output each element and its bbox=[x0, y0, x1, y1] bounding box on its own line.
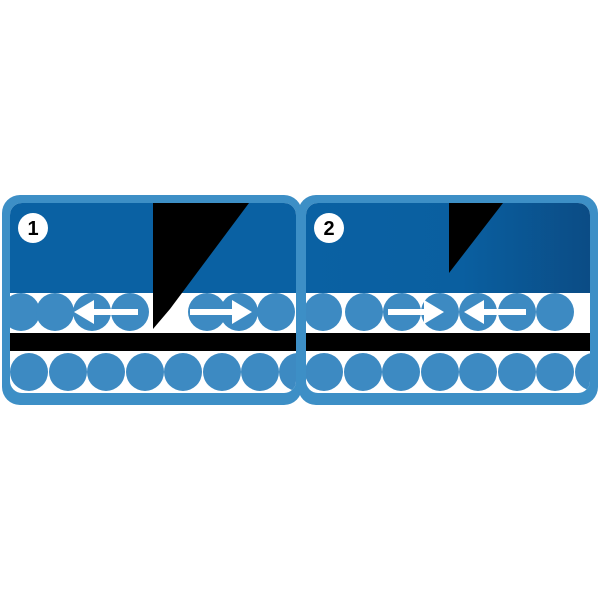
panel-2-step-number: 2 bbox=[323, 218, 334, 240]
panel-1-lower-balls bbox=[10, 353, 296, 391]
panel-2-lower-balls bbox=[306, 353, 590, 391]
panel-2: 2 bbox=[298, 195, 598, 405]
panel-1-step-number: 1 bbox=[27, 218, 38, 240]
panel-2-separator bbox=[306, 333, 590, 351]
panel-1: 1 bbox=[2, 195, 302, 405]
panel-2-upper-block bbox=[306, 203, 590, 293]
panel-1-step-badge: 1 bbox=[18, 213, 48, 243]
panel-2-wedge bbox=[449, 203, 503, 273]
arrow-right-icon bbox=[190, 300, 252, 324]
panel-1-wedge bbox=[153, 203, 249, 329]
panel-2-step-badge: 2 bbox=[314, 213, 344, 243]
arrow-right-icon bbox=[388, 300, 444, 324]
panel-1-separator bbox=[10, 333, 296, 351]
arrow-left-icon bbox=[464, 300, 526, 324]
arrow-left-icon bbox=[74, 300, 138, 324]
